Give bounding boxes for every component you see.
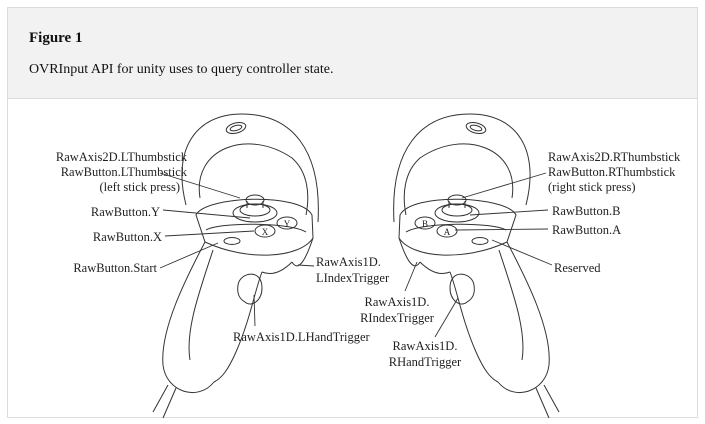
figure-title: Figure 1 bbox=[29, 30, 83, 46]
leader-line bbox=[454, 228, 549, 231]
leader-line bbox=[404, 261, 418, 292]
button-x-letter: X bbox=[262, 227, 269, 237]
label-right-index-trigger-2: RIndexTrigger bbox=[360, 311, 435, 325]
leader-line bbox=[461, 172, 547, 199]
label-right-thumbstick-button: RawButton.RThumbstick bbox=[548, 165, 676, 179]
leader-line bbox=[159, 242, 219, 269]
label-button-a: RawButton.A bbox=[552, 223, 621, 237]
label-left-thumbstick-note: (left stick press) bbox=[99, 180, 180, 194]
label-left-index-trigger-2: LIndexTrigger bbox=[316, 271, 390, 285]
label-left-index-trigger-1: RawAxis1D. bbox=[316, 255, 381, 269]
figure-caption: OVRInput API for unity uses to query con… bbox=[29, 62, 334, 77]
leader-line bbox=[162, 209, 251, 219]
label-right-thumbstick-note: (right stick press) bbox=[548, 180, 635, 194]
button-a-letter: A bbox=[444, 227, 451, 237]
button-b-letter: B bbox=[422, 219, 428, 229]
label-button-b: RawButton.B bbox=[552, 204, 620, 218]
figure-header: Figure 1 OVRInput API for unity uses to … bbox=[8, 8, 697, 99]
label-right-index-trigger-1: RawAxis1D. bbox=[365, 295, 430, 309]
leader-line bbox=[253, 294, 256, 327]
leader-line bbox=[297, 264, 315, 267]
leader-line bbox=[434, 297, 459, 338]
label-button-y: RawButton.Y bbox=[91, 205, 160, 219]
leader-line bbox=[491, 239, 553, 266]
leader-line bbox=[469, 209, 549, 216]
leader-line bbox=[164, 230, 255, 237]
label-button-start: RawButton.Start bbox=[73, 261, 157, 275]
button-y-letter: Y bbox=[284, 219, 291, 229]
figure-frame: Figure 1 OVRInput API for unity uses to … bbox=[7, 7, 698, 418]
label-left-thumbstick-button: RawButton.LThumbstick bbox=[61, 165, 188, 179]
label-left-thumbstick-axis: RawAxis2D.LThumbstick bbox=[56, 150, 188, 164]
label-button-x: RawButton.X bbox=[93, 230, 162, 244]
label-right-hand-trigger-2: RHandTrigger bbox=[389, 355, 462, 369]
label-right-hand-trigger-1: RawAxis1D. bbox=[393, 339, 458, 353]
label-reserved: Reserved bbox=[554, 261, 601, 275]
leader-line bbox=[159, 172, 241, 199]
label-right-thumbstick-axis: RawAxis2D.RThumbstick bbox=[548, 150, 681, 164]
label-left-hand-trigger: RawAxis1D.LHandTrigger bbox=[233, 330, 371, 344]
right-controller-drawing bbox=[393, 113, 560, 419]
